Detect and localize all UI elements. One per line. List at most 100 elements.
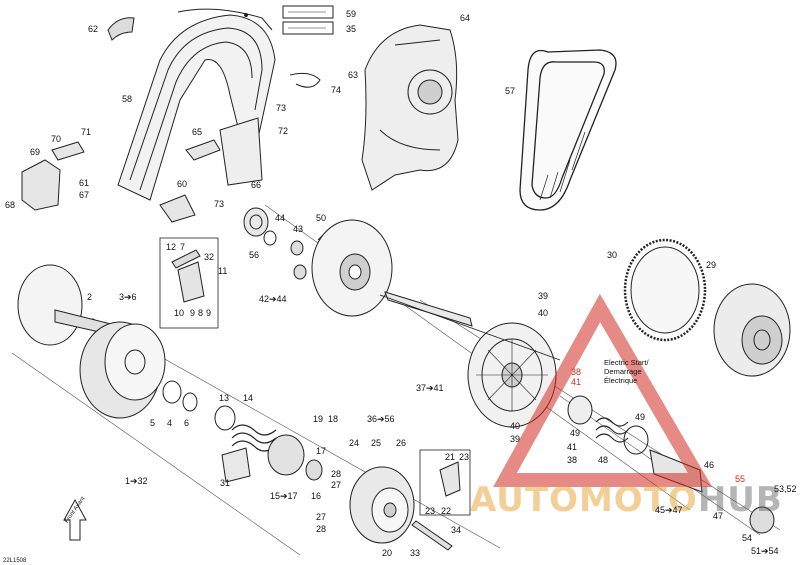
callout-39-bottom: 39: [510, 434, 521, 444]
callout-62: 62: [88, 24, 99, 34]
driven-sheave: [467, 322, 557, 428]
diagram-code: 22L1508: [3, 558, 27, 564]
callout-72: 72: [278, 126, 289, 136]
callout-23-bottom: 23: [425, 506, 436, 516]
callout-13: 13: [219, 393, 230, 403]
driven-pulley: [311, 219, 473, 327]
callout-70: 70: [51, 134, 62, 144]
callout-15-17: 15➔17: [270, 491, 298, 501]
callout-66: 66: [251, 180, 262, 190]
callout-17: 17: [316, 446, 327, 456]
electric-start-line-2: Demarrage: [604, 367, 642, 376]
callout-56: 56: [249, 250, 260, 260]
callout-36-56: 36➔56: [367, 414, 395, 424]
callout-7: 7: [180, 242, 186, 252]
starter-hub: [713, 283, 791, 377]
callout-40-bottom: 40: [510, 421, 521, 431]
inner-cover: [361, 24, 459, 191]
electric-start-note: Electric Start/ Demarrage Électrique: [604, 358, 649, 385]
callout-27-bottom: 27: [316, 512, 327, 522]
callout-51-54: 51➔54: [751, 546, 779, 556]
callout-69: 69: [30, 147, 41, 157]
belt-guard: [117, 8, 276, 201]
callout-73-bottom: 73: [214, 199, 225, 209]
callout-54: 54: [742, 533, 753, 543]
callout-19: 19: [313, 414, 324, 424]
callout-41-red: 41: [571, 377, 582, 387]
callout-20: 20: [382, 548, 393, 558]
electric-start-line-3: Électrique: [604, 376, 638, 385]
callout-55-red: 55: [735, 474, 746, 484]
callout-38-bottom: 38: [567, 455, 578, 465]
callout-2: 2: [87, 292, 93, 302]
callout-4: 4: [167, 418, 173, 428]
callout-49-right: 49: [635, 412, 646, 422]
callout-31: 31: [220, 478, 231, 488]
callout-28-bottom: 28: [316, 524, 327, 534]
callout-64: 64: [460, 13, 471, 23]
callout-26: 26: [396, 438, 407, 448]
drive-movable-sheave: [79, 321, 166, 419]
callout-65: 65: [192, 127, 203, 137]
callout-46: 46: [704, 460, 715, 470]
callout-39-top: 39: [538, 291, 549, 301]
callout-10: 10: [174, 308, 185, 318]
watermark-text: AUTOMOTOHUB: [470, 480, 783, 520]
callout-30: 30: [607, 250, 618, 260]
callout-60: 60: [177, 179, 188, 189]
ring-gear: [623, 238, 707, 342]
callout-24: 24: [349, 438, 360, 448]
spring-48: [595, 417, 629, 443]
electric-start-line-1: Electric Start/: [604, 358, 649, 367]
callout-73-top: 73: [276, 103, 287, 113]
callout-47: 47: [713, 511, 724, 521]
callout-63: 63: [348, 70, 359, 80]
callout-21: 21: [445, 452, 456, 462]
callout-1-32: 1➔32: [125, 476, 148, 486]
drive-spider: [349, 466, 415, 544]
watermark-left: AUTOMOTO: [470, 480, 698, 520]
callout-5: 5: [150, 418, 156, 428]
callout-29: 29: [706, 260, 717, 270]
callout-57: 57: [505, 86, 516, 96]
callout-42-44: 42➔44: [259, 294, 287, 304]
callout-67: 67: [79, 190, 90, 200]
callout-53-52: 53,52: [774, 484, 797, 494]
callout-38-red: 38: [571, 367, 582, 377]
callout-9-left: 9: [190, 308, 196, 318]
callout-12: 12: [166, 242, 177, 252]
callout-41-bottom: 41: [567, 442, 578, 452]
callout-9-right: 9: [206, 308, 212, 318]
callout-3-6: 3➔6: [119, 292, 137, 302]
callout-22: 22: [441, 506, 452, 516]
callout-27-top: 27: [331, 480, 342, 490]
callout-74: 74: [331, 85, 342, 95]
drive-belt: [519, 49, 617, 211]
callout-32: 32: [204, 252, 215, 262]
callout-28-top: 28: [331, 469, 342, 479]
callout-45-47: 45➔47: [655, 505, 683, 515]
callout-43: 43: [293, 224, 304, 234]
callout-44: 44: [275, 213, 286, 223]
callout-23-top: 23: [459, 452, 470, 462]
callout-14: 14: [243, 393, 254, 403]
callout-71: 71: [81, 127, 92, 137]
callout-59: 59: [346, 9, 357, 19]
callout-6: 6: [184, 418, 190, 428]
callout-34: 34: [451, 525, 462, 535]
callout-16: 16: [311, 491, 322, 501]
callout-25: 25: [371, 438, 382, 448]
callout-35: 35: [346, 24, 357, 34]
callout-40-top: 40: [538, 308, 549, 318]
callout-37-41: 37➔41: [416, 383, 444, 393]
watermark-right: HUB: [697, 480, 783, 520]
callout-50: 50: [316, 213, 327, 223]
callout-58: 58: [122, 94, 133, 104]
callout-33: 33: [410, 548, 421, 558]
callout-68: 68: [5, 200, 16, 210]
callout-48: 48: [598, 455, 609, 465]
callout-11: 11: [218, 266, 228, 276]
callout-61: 61: [79, 178, 90, 188]
